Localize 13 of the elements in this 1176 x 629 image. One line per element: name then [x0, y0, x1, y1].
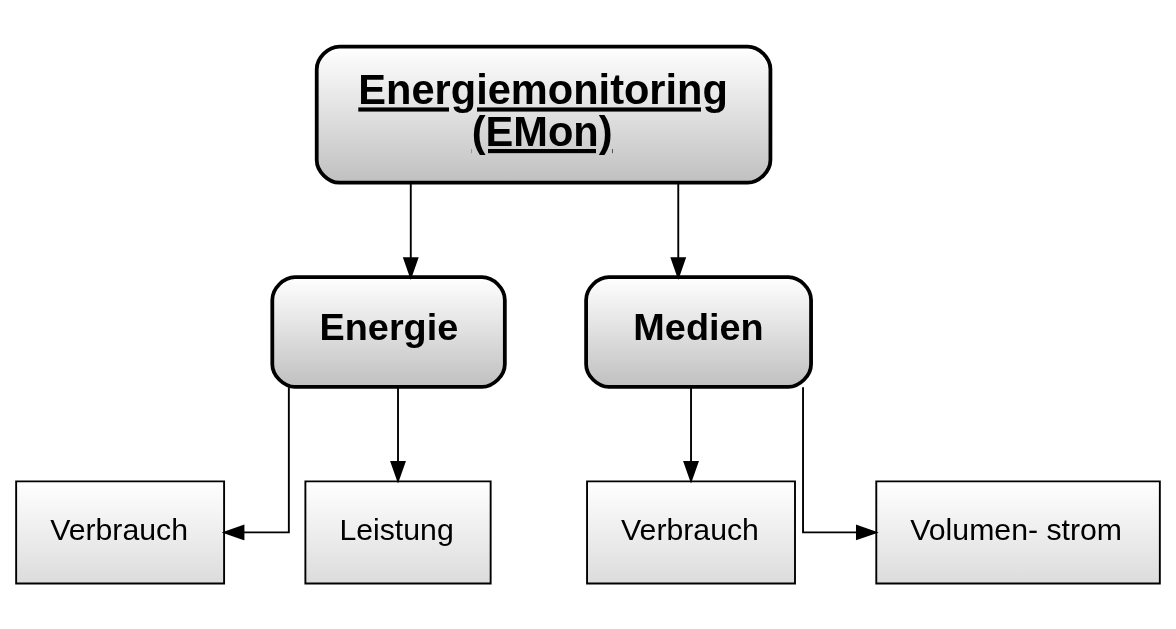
node-box: Leistung: [304, 479, 492, 584]
node-box: Energie: [270, 274, 507, 389]
arrow: [802, 385, 879, 540]
arrow: [390, 385, 406, 484]
arrow: [670, 181, 687, 280]
arrow: [683, 385, 699, 484]
node-box: Energiemonitoring (EMon): [314, 44, 773, 185]
node-box: Volumen- strom: [875, 479, 1161, 584]
arrow: [402, 181, 419, 280]
arrow: [221, 385, 290, 540]
node-box: Medien: [584, 274, 813, 389]
node-box: Verbrauch: [15, 479, 226, 584]
node-box: Verbrauch: [586, 479, 796, 584]
